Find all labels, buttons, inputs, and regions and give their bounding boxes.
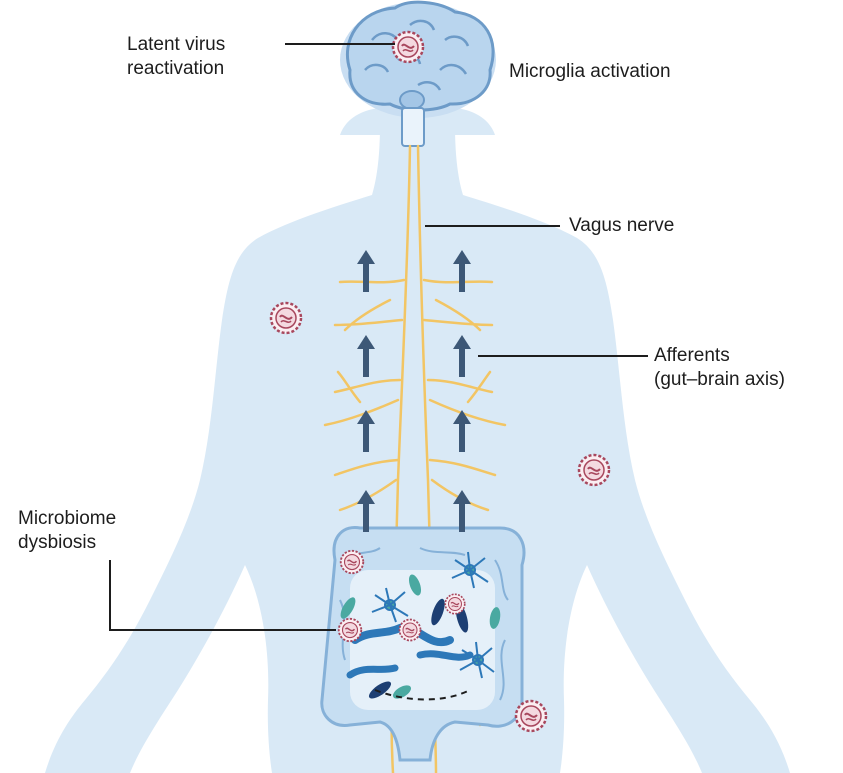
vagus-label: Vagus nerve	[569, 214, 674, 237]
microbiome-label-line2: dysbiosis	[18, 531, 96, 554]
virus-icon	[579, 455, 609, 485]
virus-icon	[341, 551, 364, 574]
virus-icon	[516, 701, 546, 731]
virus-icon	[400, 620, 421, 641]
afferents-label-line1: Afferents	[654, 344, 730, 367]
virus-icon	[271, 303, 301, 333]
latent-virus-label-line2: reactivation	[127, 57, 224, 80]
latent-virus-label-line1: Latent virus	[127, 33, 225, 56]
microbiome-label-line1: Microbiome	[18, 507, 116, 530]
microglia-label: Microglia activation	[509, 60, 671, 83]
virus-icon	[393, 32, 423, 62]
virus-icon	[339, 619, 362, 642]
virus-icon	[445, 594, 465, 614]
afferents-label-line2: (gut–brain axis)	[654, 368, 785, 391]
